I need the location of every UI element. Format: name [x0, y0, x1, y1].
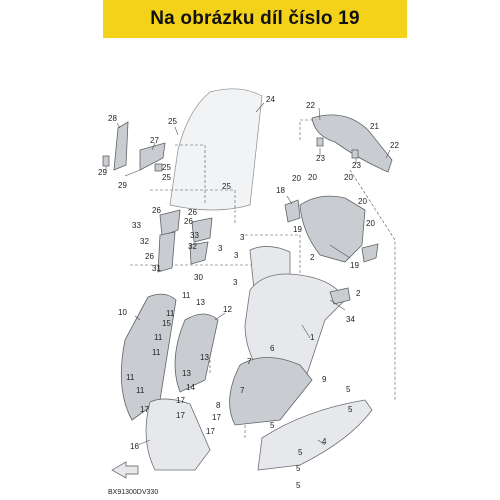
inner-panel [299, 195, 366, 263]
lower-right-cowl [257, 399, 373, 471]
callout-30: 30 [194, 273, 203, 282]
windscreen [169, 88, 263, 211]
left-clip-2 [154, 163, 163, 172]
part-number-banner: Na obrázku díl číslo 19 [103, 0, 407, 38]
callout-7: 7 [247, 357, 252, 366]
callout-2: 2 [310, 253, 315, 262]
callout-5: 5 [348, 405, 353, 414]
callout-3: 3 [234, 251, 239, 260]
callout-33: 33 [132, 221, 141, 230]
callout-20: 20 [366, 219, 375, 228]
callout-24: 24 [266, 95, 275, 104]
inner-panel-bracket-right [361, 243, 379, 263]
callout-6: 6 [270, 344, 275, 353]
callout-3: 3 [218, 244, 223, 253]
callout-5: 5 [346, 385, 351, 394]
callout-13: 13 [182, 369, 191, 378]
callout-17: 17 [176, 396, 185, 405]
right-cowl-clip-2 [351, 149, 359, 159]
callout-17: 17 [140, 405, 149, 414]
fender-bracket [329, 287, 351, 305]
front-direction-arrow-icon [111, 461, 139, 479]
callout-17: 17 [212, 413, 221, 422]
callout-11: 11 [166, 309, 175, 318]
callout-21: 21 [370, 122, 379, 131]
left-inner-bracket [139, 142, 166, 171]
callout-13: 13 [196, 298, 205, 307]
left-side-panel [120, 293, 177, 421]
callout-20: 20 [344, 173, 353, 182]
callout-17: 17 [176, 411, 185, 420]
left-stay-lower [157, 231, 176, 273]
left-stay-upper [159, 209, 181, 237]
callout-17: 17 [206, 427, 215, 436]
callout-23: 23 [352, 161, 361, 170]
callout-7: 7 [240, 386, 245, 395]
callout-19: 19 [293, 225, 302, 234]
callout-5: 5 [296, 481, 301, 490]
banner-text: Na obrázku díl číslo 19 [150, 8, 360, 29]
callout-11: 11 [154, 333, 163, 342]
callout-20: 20 [308, 173, 317, 182]
left-clip [102, 155, 110, 167]
callout-32: 32 [188, 242, 197, 251]
right-upper-cowl [311, 114, 393, 173]
callout-20: 20 [292, 174, 301, 183]
callout-2: 2 [356, 289, 361, 298]
lower-front-cowl [145, 398, 211, 471]
callout-12: 12 [223, 305, 232, 314]
callout-3: 3 [233, 278, 238, 287]
callout-13: 13 [200, 353, 209, 362]
callout-3: 3 [240, 233, 245, 242]
callout-26: 26 [145, 252, 154, 261]
callout-15: 15 [162, 319, 171, 328]
center-stay-upper [191, 217, 213, 243]
callout-4: 4 [322, 437, 327, 446]
callout-26: 26 [188, 208, 197, 217]
callout-14: 14 [186, 383, 195, 392]
center-stay-lower [189, 241, 209, 265]
callout-22: 22 [306, 101, 315, 110]
callout-1: 1 [310, 333, 315, 342]
right-cowl-clip-1 [316, 137, 324, 147]
callout-9: 9 [322, 375, 327, 384]
callout-11: 11 [136, 386, 145, 395]
callout-25: 25 [222, 182, 231, 191]
callout-10: 10 [118, 308, 127, 317]
callout-23: 23 [316, 154, 325, 163]
callout-34: 34 [346, 315, 355, 324]
lower-cover-left [229, 357, 313, 426]
callout-11: 11 [126, 373, 135, 382]
callout-5: 5 [270, 421, 275, 430]
callout-18: 18 [276, 186, 285, 195]
callout-27: 27 [150, 136, 159, 145]
callout-16: 16 [130, 442, 139, 451]
diagram-code: BX91300DV330 [108, 489, 158, 496]
callout-11: 11 [182, 291, 191, 300]
callout-8: 8 [216, 401, 221, 410]
callout-32: 32 [140, 237, 149, 246]
callout-29: 29 [118, 181, 127, 190]
callout-25: 25 [168, 117, 177, 126]
callout-5: 5 [298, 448, 303, 457]
callout-26: 26 [152, 206, 161, 215]
callout-5: 5 [296, 464, 301, 473]
callout-28: 28 [108, 114, 117, 123]
callout-25: 25 [162, 173, 171, 182]
callout-19: 19 [350, 261, 359, 270]
callout-22: 22 [390, 141, 399, 150]
callout-31: 31 [152, 264, 161, 273]
callout-33: 33 [190, 231, 199, 240]
callout-11: 11 [152, 348, 161, 357]
air-duct [174, 313, 219, 393]
left-stay-bracket [113, 121, 129, 171]
callout-26: 26 [184, 217, 193, 226]
inner-panel-bracket-left [284, 199, 301, 223]
callout-20: 20 [358, 197, 367, 206]
callout-29: 29 [98, 168, 107, 177]
callout-25: 25 [162, 163, 171, 172]
